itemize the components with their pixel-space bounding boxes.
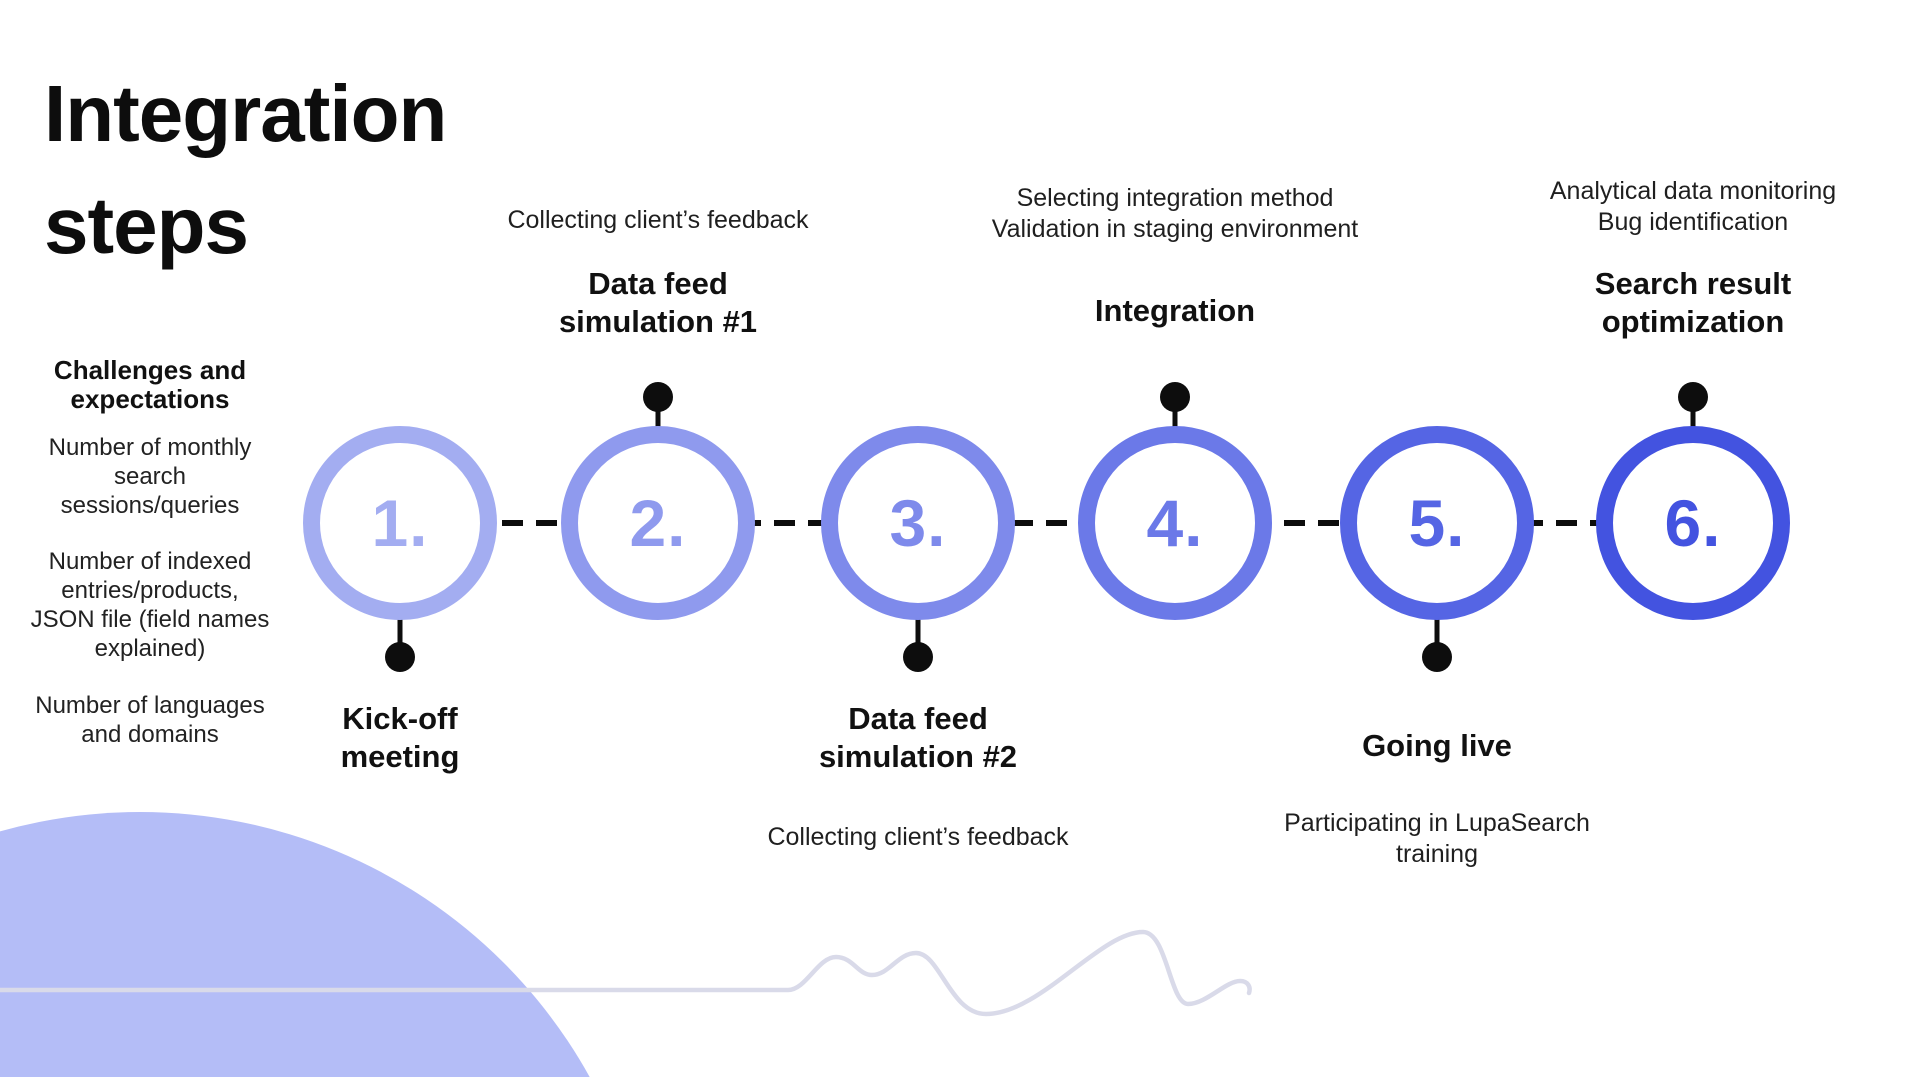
step-dot-6 xyxy=(1678,382,1708,412)
step-circle-1: 1. xyxy=(303,426,497,620)
step-dot-5 xyxy=(1422,642,1452,672)
decorative-blob-circle xyxy=(0,812,590,1077)
step-dot-1 xyxy=(385,642,415,672)
step-number: 2. xyxy=(629,486,687,560)
step-dot-2 xyxy=(643,382,673,412)
step-label-4: Integration xyxy=(1094,293,1256,328)
sidebar-item: Number of languages and domains xyxy=(35,692,265,748)
step-circle-4: 4. xyxy=(1078,426,1272,620)
step-number: 4. xyxy=(1146,486,1204,560)
sidebar-heading: Challenges and expectations xyxy=(53,355,247,414)
step-label-2: Data feed simulation #1 xyxy=(558,266,758,339)
step-number: 3. xyxy=(889,486,947,560)
step-circle-5: 5. xyxy=(1340,426,1534,620)
squiggle-line xyxy=(0,929,1252,1017)
step-circle-6: 6. xyxy=(1596,426,1790,620)
step-label-6: Search result optimization xyxy=(1594,266,1792,339)
step-sublabel-6: Analytical data monitoring Bug identific… xyxy=(1549,177,1837,236)
step-label-3: Data feed simulation #2 xyxy=(818,701,1018,774)
step-sublabel-5: Participating in LupaSearch training xyxy=(1284,809,1590,868)
page-title: Integration steps xyxy=(44,69,447,270)
step-circle-2: 2. xyxy=(561,426,755,620)
step-number: 5. xyxy=(1408,486,1466,560)
step-sublabel-3: Collecting client’s feedback xyxy=(767,823,1069,851)
step-sublabel-4: Selecting integration method Validation … xyxy=(991,184,1359,243)
sidebar-item: Number of indexed entries/products, JSON… xyxy=(30,548,270,662)
step-label-1: Kick-off meeting xyxy=(340,701,460,774)
step-dot-3 xyxy=(903,642,933,672)
step-stems xyxy=(397,396,1696,650)
step-dots xyxy=(385,382,1708,672)
step-label-5: Going live xyxy=(1362,728,1512,763)
step-number: 6. xyxy=(1664,486,1722,560)
step-number: 1. xyxy=(371,486,429,560)
step-sublabel-2: Collecting client’s feedback xyxy=(507,206,809,234)
step-dot-4 xyxy=(1160,382,1190,412)
sidebar-item: Number of monthly search sessions/querie… xyxy=(48,434,252,519)
step-circle-3: 3. xyxy=(821,426,1015,620)
